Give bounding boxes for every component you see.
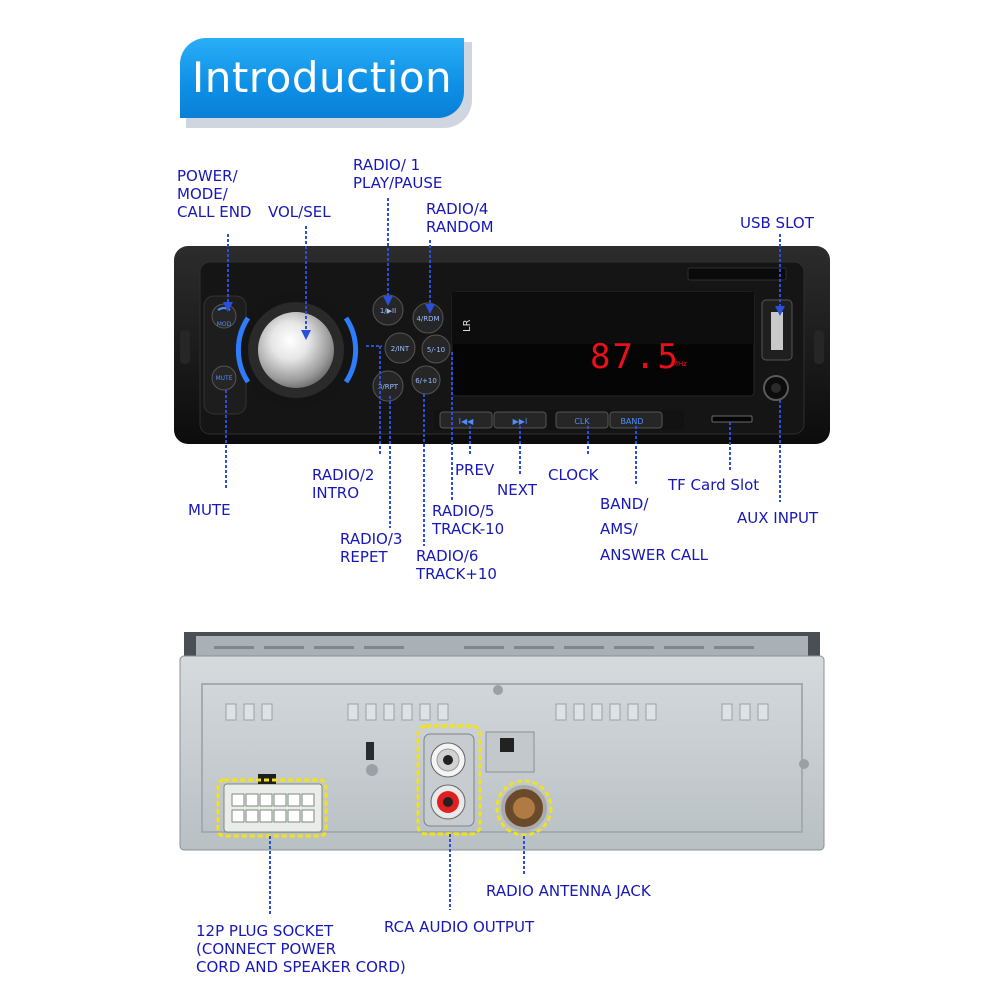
label-band: BAND/ xyxy=(600,495,649,513)
front-callout-lines xyxy=(225,198,781,546)
frequency-unit: MHz xyxy=(672,360,687,368)
front-buttons: MOD MUTE 1/▶II 2/INT 3/RPT 4/RDM 5/-10 6… xyxy=(211,294,663,429)
panel-left-notch xyxy=(180,330,190,364)
label-next: NEXT xyxy=(497,481,537,499)
label-radio4-random: RADIO/4 RANDOM xyxy=(426,200,494,236)
panel-right-notch xyxy=(814,330,824,364)
knob-led-right xyxy=(343,316,359,384)
preset-2-label: 2/INT xyxy=(391,345,410,353)
rca-red-core xyxy=(443,797,453,807)
label-answer-call: ANSWER CALL xyxy=(600,546,708,564)
label-12p-plug-socket: 12P PLUG SOCKET (CONNECT POWER CORD AND … xyxy=(196,922,406,976)
brand-mark: LR xyxy=(462,319,473,332)
mute-button-label: MUTE xyxy=(215,375,232,382)
display-glare xyxy=(452,292,754,344)
front-panel: LR xyxy=(174,246,830,444)
preset-6-button[interactable] xyxy=(411,365,441,395)
rca-white-core xyxy=(443,755,453,765)
plug-socket-pins xyxy=(231,793,315,823)
label-radio-antenna-jack: RADIO ANTENNA JACK xyxy=(486,882,651,900)
preset-3-label: 3/RPT xyxy=(378,383,399,391)
preset-5-button[interactable] xyxy=(421,334,451,364)
mute-button[interactable] xyxy=(211,365,237,391)
preset-6-label: 6/+10 xyxy=(415,377,437,385)
next-button-label: ▶▶I xyxy=(513,417,528,426)
antenna-jack-core xyxy=(513,797,535,819)
usb-slot[interactable] xyxy=(771,312,783,350)
front-callout-arrows xyxy=(223,296,785,340)
clock-button[interactable] xyxy=(555,411,609,429)
label-radio1-play-pause: RADIO/ 1 PLAY/PAUSE xyxy=(353,156,443,192)
rear-screw-right xyxy=(799,759,809,769)
tf-card-slot[interactable] xyxy=(711,415,753,423)
preset-2-button[interactable] xyxy=(384,332,416,364)
plug-socket-body xyxy=(223,783,323,833)
label-power-mode-call-end: POWER/ MODE/ CALL END xyxy=(177,167,252,221)
rear-vents xyxy=(225,703,769,721)
knob-led-left xyxy=(235,316,251,384)
band-button-label: BAND xyxy=(620,417,643,426)
label-vol-sel: VOL/SEL xyxy=(268,203,331,221)
rear-top-grooves xyxy=(214,646,754,649)
label-usb-slot: USB SLOT xyxy=(740,214,814,232)
label-radio5-track-minus: RADIO/5 TRACK-10 xyxy=(432,502,505,538)
preset-5-label: 5/-10 xyxy=(427,346,445,354)
page-title: Introduction xyxy=(191,53,453,102)
rear-screw-left xyxy=(366,764,378,776)
label-radio6-track-plus: RADIO/6 TRACK+10 xyxy=(416,547,497,583)
clock-button-label: CLK xyxy=(574,417,590,426)
label-ams: AMS/ xyxy=(600,520,638,538)
antenna-highlight xyxy=(495,779,553,837)
rear-view xyxy=(179,632,825,851)
preset-4-label: 4/RDM xyxy=(416,315,439,323)
preset-1-label: 1/▶II xyxy=(380,307,396,315)
label-radio3-repet: RADIO/3 REPET xyxy=(340,530,403,566)
top-slot xyxy=(687,267,787,281)
aux-jack-core xyxy=(771,383,781,393)
mode-button-label: MOD xyxy=(217,321,232,328)
label-tf-card-slot: TF Card Slot xyxy=(668,476,760,494)
rear-inner-frame xyxy=(201,683,803,833)
volume-knob[interactable] xyxy=(258,312,334,388)
rear-screw-top xyxy=(493,685,503,695)
rear-callout-lines xyxy=(269,834,525,914)
prev-button-label: I◀◀ xyxy=(459,417,475,426)
label-clock: CLOCK xyxy=(548,466,599,484)
label-aux-input: AUX INPUT xyxy=(737,509,819,527)
label-rca-audio-output: RCA AUDIO OUTPUT xyxy=(384,918,535,936)
label-prev: PREV xyxy=(455,461,495,479)
preset-4-button[interactable] xyxy=(412,302,444,334)
rear-plate-hole xyxy=(500,738,514,752)
rear-slot-left xyxy=(366,742,374,760)
frequency-readout: 87.5 xyxy=(590,337,680,377)
plug-socket-highlight xyxy=(216,778,328,838)
label-mute: MUTE xyxy=(188,501,231,519)
title-banner: Introduction xyxy=(180,38,464,118)
label-radio2-intro: RADIO/2 INTRO xyxy=(312,466,375,502)
